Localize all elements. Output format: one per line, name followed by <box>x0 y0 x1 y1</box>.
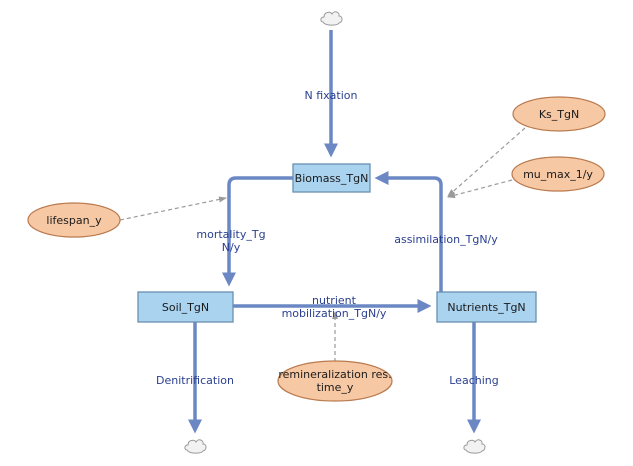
aux-remineralization[interactable]: remineralization res. time_y <box>277 360 393 402</box>
cloud-icon-source-top <box>320 11 343 26</box>
link-mumax-to-assimilation <box>447 179 513 199</box>
aux-lifespan[interactable]: lifespan_y <box>27 202 121 238</box>
stock-biomass-label: Biomass_TgN <box>295 172 369 185</box>
stock-biomass[interactable]: Biomass_TgN <box>292 163 371 193</box>
cloud-icon-sink-right <box>463 439 486 454</box>
flow-mortality-label-line2: N/y <box>222 241 241 254</box>
stock-soil[interactable]: Soil_TgN <box>137 291 234 323</box>
stock-nutrients-label: Nutrients_TgN <box>447 301 525 314</box>
link-ks-to-assimilation <box>447 127 526 197</box>
flow-denitrification-label: Denitrification <box>156 374 234 387</box>
stock-soil-label: Soil_TgN <box>162 301 209 314</box>
aux-remineralization-label-line2: time_y <box>317 381 354 394</box>
flow-assimilation-label: assimilation_TgN/y <box>394 233 498 246</box>
stock-nutrients[interactable]: Nutrients_TgN <box>436 291 537 323</box>
aux-ks[interactable]: Ks_TgN <box>512 96 606 132</box>
flow-leaching-label: Leaching <box>449 374 498 387</box>
flow-assimilation[interactable] <box>374 171 443 292</box>
flow-mortality-label-line1: mortality_Tg <box>196 228 265 241</box>
aux-mu-max[interactable]: mu_max_1/y <box>511 156 605 192</box>
aux-lifespan-label: lifespan_y <box>46 214 102 227</box>
flow-mortality[interactable] <box>222 176 293 287</box>
aux-remineralization-label-line1: remineralization res. <box>278 368 391 381</box>
cloud-icon-sink-left <box>184 439 207 454</box>
flow-mobilization-label-line1: nutrient <box>312 294 357 307</box>
aux-mu-max-label: mu_max_1/y <box>523 168 593 181</box>
link-lifespan-to-mortality <box>119 196 227 221</box>
aux-ks-label: Ks_TgN <box>539 108 579 121</box>
flow-mobilization-label-line2: mobilization_TgN/y <box>282 307 387 320</box>
flow-n-fixation-label: N fixation <box>305 89 358 102</box>
